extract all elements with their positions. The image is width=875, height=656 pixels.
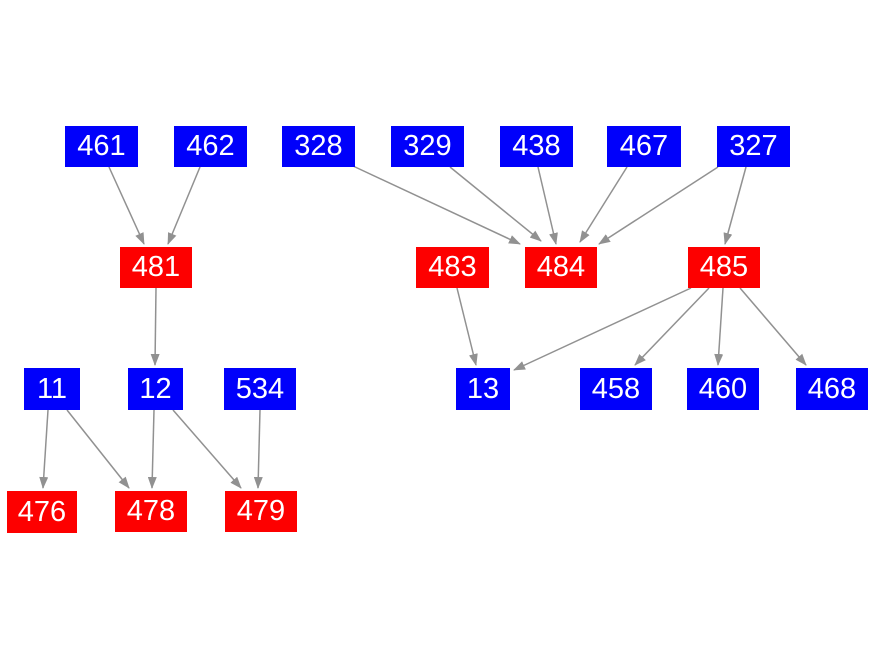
edge-327-485: [723, 166, 747, 245]
edge-481-12: [150, 287, 160, 366]
node-462: 462: [174, 126, 247, 167]
edge-461-481: [108, 166, 145, 245]
edge-11-476: [39, 409, 49, 489]
edge-438-484: [537, 166, 558, 245]
edge-485-460: [714, 287, 724, 366]
node-467: 467: [607, 126, 681, 167]
edge-485-458: [634, 287, 710, 366]
edge-12-478: [147, 409, 157, 489]
node-328: 328: [282, 126, 355, 167]
edge-329-484: [449, 166, 542, 242]
node-485: 485: [688, 247, 760, 288]
node-479: 479: [225, 491, 297, 532]
node-534: 534: [224, 368, 296, 410]
edge-467-484: [579, 166, 628, 243]
node-438: 438: [500, 126, 573, 167]
node-476: 476: [7, 491, 77, 533]
node-329: 329: [391, 126, 464, 167]
node-478: 478: [115, 491, 187, 532]
node-483: 483: [416, 247, 489, 288]
edge-462-481: [167, 166, 201, 245]
node-481: 481: [120, 247, 192, 288]
edge-328-484: [352, 165, 521, 245]
node-460: 460: [687, 368, 759, 410]
edge-485-468: [739, 287, 807, 366]
node-458: 458: [580, 368, 652, 410]
node-468: 468: [796, 368, 868, 410]
edge-485-13: [513, 287, 692, 371]
node-12: 12: [128, 368, 183, 410]
edge-11-478: [66, 409, 130, 489]
edges: [39, 165, 807, 489]
edge-534-479: [253, 409, 263, 489]
node-461: 461: [65, 126, 138, 167]
edge-327-484: [598, 166, 719, 245]
node-484: 484: [525, 247, 597, 288]
node-13: 13: [456, 368, 510, 410]
node-11: 11: [24, 368, 80, 410]
edge-483-13: [456, 287, 478, 366]
node-327: 327: [717, 126, 790, 167]
edge-12-479: [172, 409, 242, 489]
